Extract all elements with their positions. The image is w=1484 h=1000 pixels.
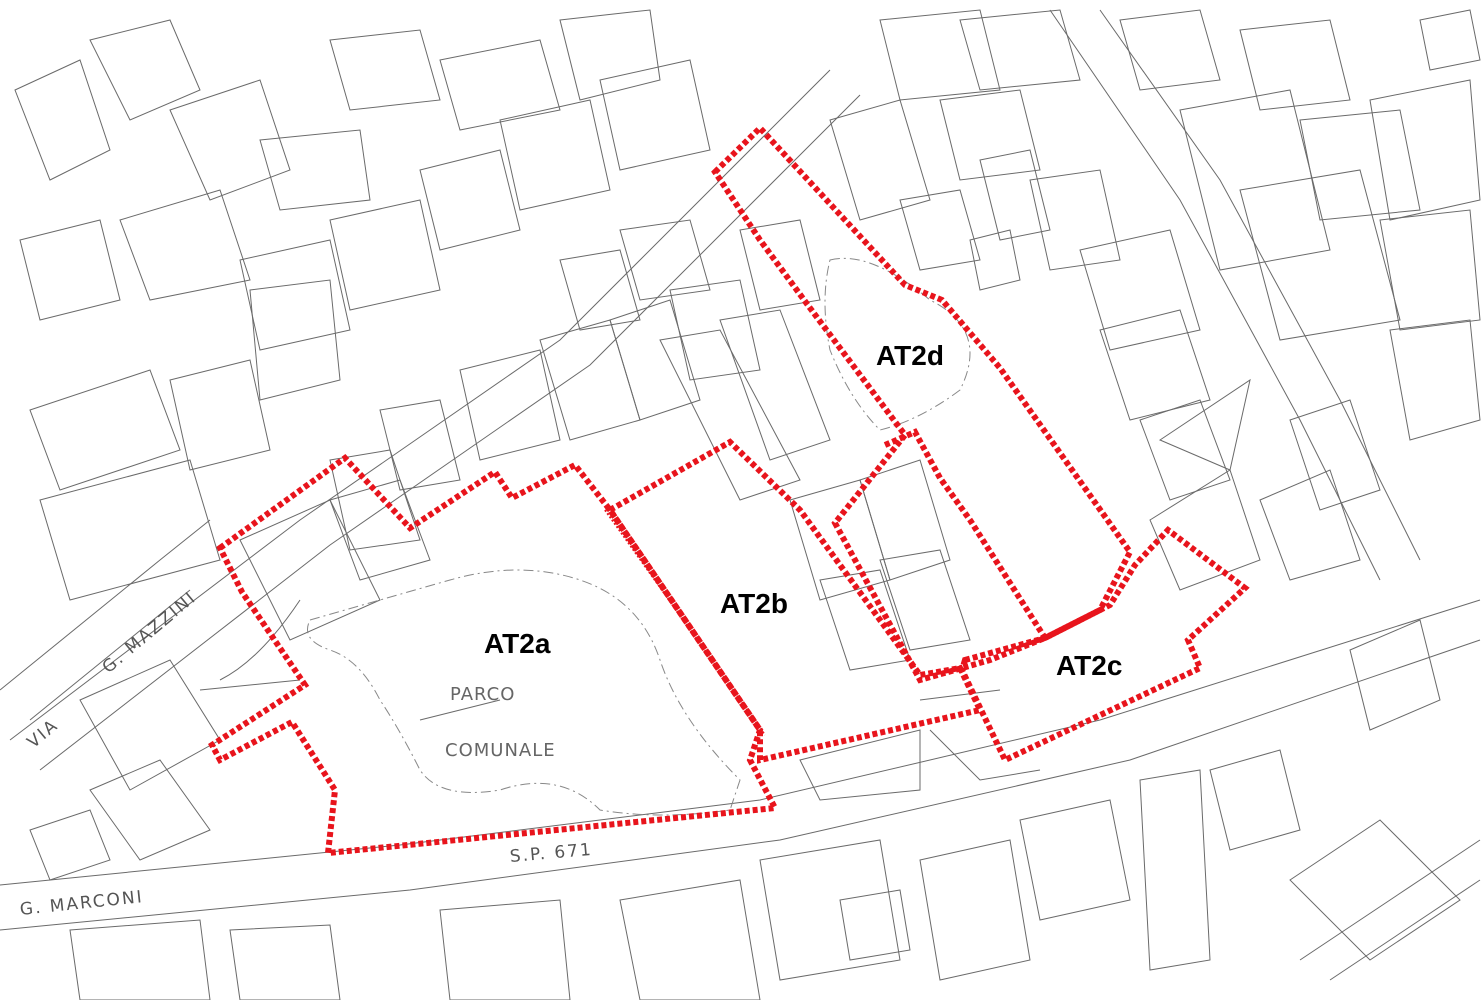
boundary-at2d: [711, 123, 1134, 684]
zone-label-at2a: AT2a: [484, 628, 551, 659]
base-linework: [0, 9, 1481, 1000]
boundary-at2d-inner: [883, 428, 1048, 640]
boundary-at2b: [605, 438, 985, 764]
zone-boundaries: [208, 123, 1250, 857]
zone-label-at2c: AT2c: [1056, 650, 1123, 681]
zone-label-at2d: AT2d: [876, 340, 944, 371]
zone-label-at2b: AT2b: [720, 588, 788, 619]
park-outline: [307, 257, 971, 816]
boundary-at2c: [958, 525, 1250, 764]
park-label-line1: PARCO: [450, 684, 516, 705]
boundary-at2a: [208, 454, 780, 857]
park-label-line2: COMUNALE: [445, 740, 556, 761]
